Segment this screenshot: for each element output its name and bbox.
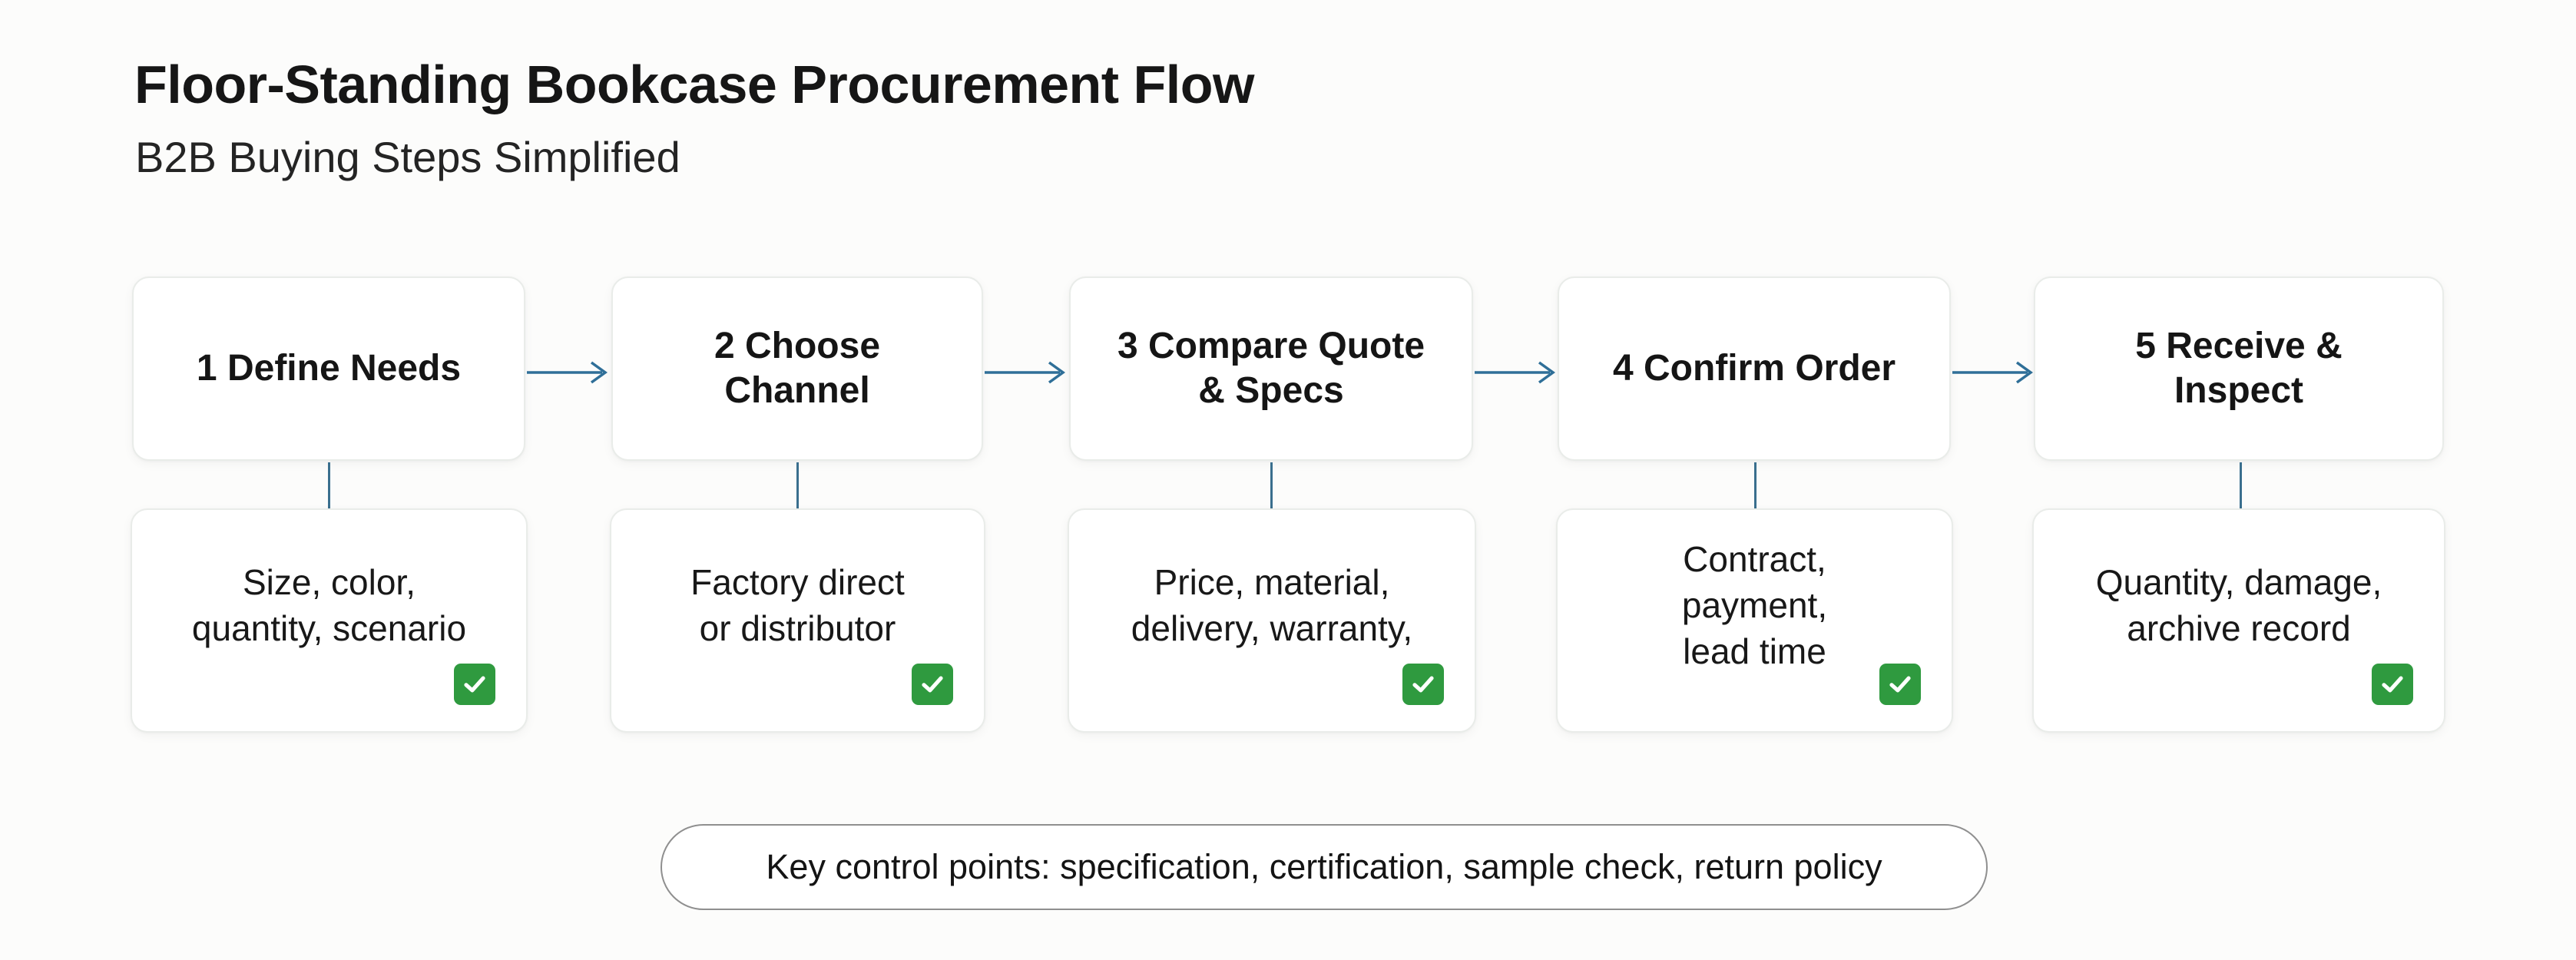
detail-text-5: Quantity, damage, archive record xyxy=(2095,562,2382,648)
step-card-5: 5 Receive & Inspect xyxy=(2034,276,2444,461)
detail-card-5: Quantity, damage, archive record xyxy=(2032,508,2445,733)
detail-text-4: Contract, payment, lead time xyxy=(1681,539,1828,671)
detail-text-3: Price, material, delivery, warranty, xyxy=(1131,562,1413,648)
checkmark-icon xyxy=(912,664,953,705)
step-connector-3 xyxy=(1270,462,1273,515)
step-card-2: 2 Choose Channel xyxy=(611,276,983,461)
detail-text-1: Size, color, quantity, scenario xyxy=(191,562,467,648)
detail-card-2: Factory direct or distributor xyxy=(610,508,985,733)
step-card-1: 1 Define Needs xyxy=(132,276,525,461)
step-card-4: 4 Confirm Order xyxy=(1558,276,1951,461)
step-title-2: 2 Choose Channel xyxy=(714,326,881,411)
step-title-1: 1 Define Needs xyxy=(196,348,462,389)
step-connector-2 xyxy=(796,462,799,515)
page-subtitle: B2B Buying Steps Simplified xyxy=(135,133,680,181)
arrow-right-icon xyxy=(527,361,608,384)
control-points-text: Key control points: specification, certi… xyxy=(766,847,1882,886)
detail-card-4: Contract, payment, lead time xyxy=(1556,508,1953,733)
arrow-right-icon xyxy=(1952,361,2033,384)
arrow-right-icon xyxy=(985,361,1065,384)
step-title-3: 3 Compare Quote & Specs xyxy=(1117,326,1425,411)
arrow-right-icon xyxy=(1475,361,1555,384)
step-connector-4 xyxy=(1754,462,1757,515)
step-card-3: 3 Compare Quote & Specs xyxy=(1069,276,1473,461)
checkmark-icon xyxy=(1402,664,1444,705)
control-points-banner: Key control points: specification, certi… xyxy=(661,824,1988,910)
checkmark-icon xyxy=(454,664,495,705)
detail-card-3: Price, material, delivery, warranty, xyxy=(1068,508,1476,733)
step-title-4: 4 Confirm Order xyxy=(1612,348,1896,389)
checkmark-icon xyxy=(2372,664,2413,705)
step-title-5: 5 Receive & Inspect xyxy=(2135,326,2343,411)
detail-card-1: Size, color, quantity, scenario xyxy=(131,508,528,733)
step-connector-5 xyxy=(2240,462,2242,515)
step-connector-1 xyxy=(328,462,330,515)
checkmark-icon xyxy=(1879,664,1921,705)
detail-text-2: Factory direct or distributor xyxy=(690,562,905,648)
page-title: Floor-Standing Bookcase Procurement Flow xyxy=(134,55,1254,114)
